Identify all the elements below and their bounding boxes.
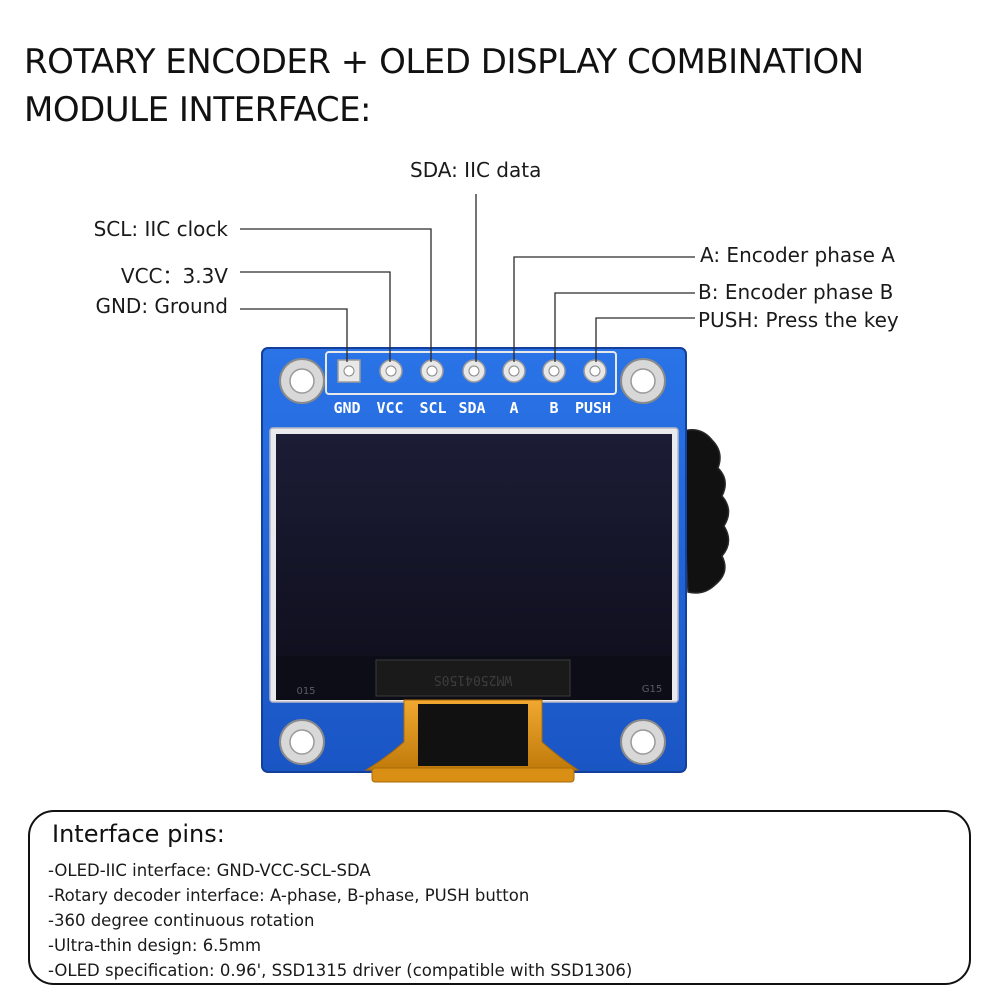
pin-pad-gnd (337, 359, 361, 383)
mounting-hole-top-left (279, 358, 325, 404)
leader-line-a (513, 256, 695, 362)
pin-label-b: B (549, 399, 558, 417)
page-title: ROTARY ENCODER + OLED DISPLAY COMBINATIO… (24, 38, 864, 134)
leader-line-b (554, 292, 695, 362)
pin-label-scl: SCL (419, 399, 446, 417)
interface-pins-title: Interface pins: (52, 820, 225, 848)
pin-pad-b (542, 359, 566, 383)
callout-vcc: VCC：3.3V (120, 264, 228, 288)
callout-b: B: Encoder phase B (698, 280, 894, 304)
list-item: -OLED specification: 0.96', SSD1315 driv… (48, 961, 633, 980)
interface-pins-list: -OLED-IIC interface: GND-VCC-SCL-SDA -Ro… (48, 858, 632, 983)
pin-pad-vcc (379, 359, 403, 383)
callout-push: PUSH: Press the key (698, 308, 899, 332)
page-title-line-1: ROTARY ENCODER + OLED DISPLAY COMBINATIO… (24, 42, 864, 82)
leader-line-scl (240, 228, 432, 362)
pin-pad-a (502, 359, 526, 383)
mounting-hole-top-right (620, 358, 666, 404)
glass-corner-label-left: 015 (296, 686, 315, 697)
rotary-knob (679, 429, 730, 594)
leader-line-vcc (240, 271, 391, 362)
pin-header-outline (325, 351, 617, 395)
leader-lines (240, 194, 695, 362)
callout-gnd: GND: Ground (95, 294, 228, 318)
pin-pad-sda (462, 359, 486, 383)
pin-label-vcc: VCC (376, 399, 403, 417)
pin-label-a: A (509, 399, 518, 417)
mounting-hole-bottom-left (279, 719, 325, 765)
leader-line-push (595, 317, 695, 362)
page-title-line-2: MODULE INTERFACE: (24, 90, 372, 130)
glass-corner-label-right: G15 (642, 684, 662, 695)
list-item: -OLED-IIC interface: GND-VCC-SCL-SDA (48, 861, 371, 880)
driver-chip-code: WM2504150S (434, 672, 512, 687)
pin-pad-push (583, 359, 607, 383)
mounting-hole-bottom-right (620, 719, 666, 765)
oled-screen (276, 434, 672, 656)
leader-line-gnd (240, 308, 348, 362)
interface-pins-panel: Interface pins: -OLED-IIC interface: GND… (28, 810, 971, 985)
flex-cable-tail (371, 767, 575, 783)
callout-scl: SCL: IIC clock (93, 217, 228, 241)
driver-chip (375, 659, 571, 697)
pin-label-gnd: GND (333, 399, 360, 417)
pin-label-sda: SDA (458, 399, 485, 417)
list-item: -360 degree continuous rotation (48, 911, 315, 930)
list-item: -Rotary decoder interface: A-phase, B-ph… (48, 886, 530, 905)
pin-label-push: PUSH (575, 399, 611, 417)
flex-cable-window (418, 704, 528, 766)
pin-pad-scl (420, 359, 444, 383)
callout-sda: SDA: IIC data (410, 158, 542, 182)
module-diagram: GND VCC SCL SDA A B PUSH WM2504150S 015 … (240, 194, 730, 783)
callout-a: A: Encoder phase A (700, 243, 895, 267)
list-item: -Ultra-thin design: 6.5mm (48, 936, 262, 955)
